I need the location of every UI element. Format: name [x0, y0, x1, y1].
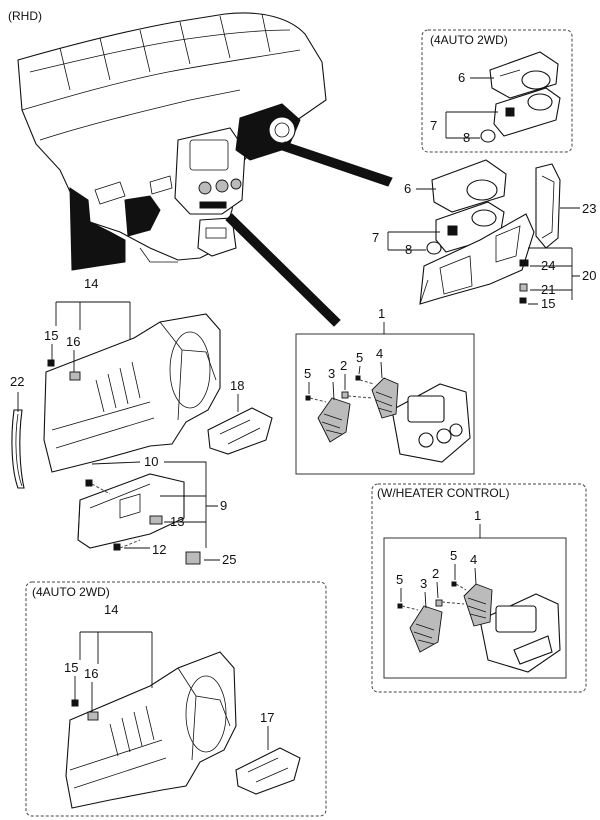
callout-14-4auto: 14 — [104, 602, 118, 617]
callout-1: 1 — [378, 306, 385, 321]
column-cover-upper-4auto — [489, 51, 559, 99]
heater-screw-5b — [451, 581, 457, 587]
dashboard-assembly — [17, 12, 327, 271]
callout-1-heater: 1 — [474, 508, 481, 523]
variant-box-4auto-bottom — [25, 581, 327, 817]
screw-5b — [355, 375, 361, 381]
callout-8-auto: 8 — [463, 130, 470, 145]
variant-box-heater — [371, 483, 587, 693]
callout-16-4auto: 16 — [84, 666, 98, 681]
callout-25: 25 — [222, 552, 236, 567]
callout-23: 23 — [582, 201, 596, 216]
callout-21: 21 — [541, 282, 555, 297]
callout-12: 12 — [152, 542, 166, 557]
callout-9: 9 — [220, 498, 227, 513]
label-25 — [185, 551, 201, 565]
callout-6: 6 — [404, 181, 411, 196]
heater-bezel — [479, 593, 561, 673]
heater-screw-5a — [397, 603, 403, 609]
callout-2: 2 — [340, 358, 347, 373]
heater-vent-left — [409, 605, 443, 653]
callout-3-heater: 3 — [420, 576, 427, 591]
clip-2 — [341, 391, 349, 399]
callout-24: 24 — [541, 258, 555, 273]
lower-dash-panel — [419, 213, 535, 305]
clip-16 — [69, 371, 81, 381]
screw-15-4auto — [71, 699, 79, 707]
screw-15 — [47, 359, 55, 367]
variant-box-4auto-top — [421, 29, 573, 153]
side-trim-panel — [535, 163, 561, 249]
clip-parts-right — [519, 259, 529, 304]
center-bezel-box — [295, 333, 475, 475]
center-bezel — [391, 383, 471, 463]
pointer-arrow-lower — [225, 213, 341, 327]
key-ring — [426, 241, 442, 255]
callout-4-heater: 4 — [470, 552, 477, 567]
stopper-13 — [149, 515, 163, 525]
callout-5-heater-a: 5 — [396, 572, 403, 587]
tray-17 — [235, 747, 301, 795]
callout-10: 10 — [144, 454, 158, 469]
callout-22: 22 — [10, 374, 24, 389]
callout-14: 14 — [84, 276, 98, 291]
callout-4: 4 — [376, 346, 383, 361]
callout-5-a: 5 — [304, 366, 311, 381]
callout-20: 20 — [582, 268, 596, 283]
heater-bezel-box — [383, 537, 567, 679]
variant-caption-4auto-bottom: (4AUTO 2WD) — [32, 585, 110, 599]
heater-vent-right — [463, 583, 493, 627]
variant-caption-heater: (W/HEATER CONTROL) — [377, 486, 509, 500]
callout-6-auto: 6 — [458, 70, 465, 85]
clip-16-4auto — [87, 711, 99, 721]
screw-12 — [113, 543, 121, 551]
callout-5-b: 5 — [356, 350, 363, 365]
lower-crash-pad — [43, 313, 221, 473]
key-ring-4auto — [480, 129, 496, 143]
callout-15: 15 — [44, 328, 58, 343]
screw-10 — [85, 479, 93, 487]
callout-18: 18 — [230, 378, 244, 393]
screw-5a — [305, 395, 311, 401]
bracket-18 — [207, 407, 273, 455]
callout-17: 17 — [260, 710, 274, 725]
variant-caption-4auto-top: (4AUTO 2WD) — [430, 33, 508, 47]
glove-box — [77, 473, 185, 549]
column-cover-upper — [431, 159, 507, 213]
callout-16: 16 — [66, 334, 80, 349]
callout-13: 13 — [170, 514, 184, 529]
pointer-arrow-upper — [281, 141, 393, 187]
callout-15-4auto: 15 — [64, 660, 78, 675]
callout-3: 3 — [328, 366, 335, 381]
heater-clip-2 — [435, 599, 443, 607]
vent-left — [317, 397, 351, 443]
callout-7-auto: 7 — [430, 118, 437, 133]
column-cover-lower-4auto — [493, 87, 561, 137]
rhd-caption: (RHD) — [8, 9, 42, 23]
callout-8: 8 — [405, 242, 412, 257]
lower-crash-pad-4auto — [65, 651, 237, 809]
callout-7: 7 — [372, 230, 379, 245]
callout-15-right: 15 — [541, 296, 555, 311]
callout-5-heater-b: 5 — [450, 548, 457, 563]
side-trim-left — [11, 409, 25, 489]
vent-right — [371, 377, 399, 419]
callout-2-heater: 2 — [432, 566, 439, 581]
